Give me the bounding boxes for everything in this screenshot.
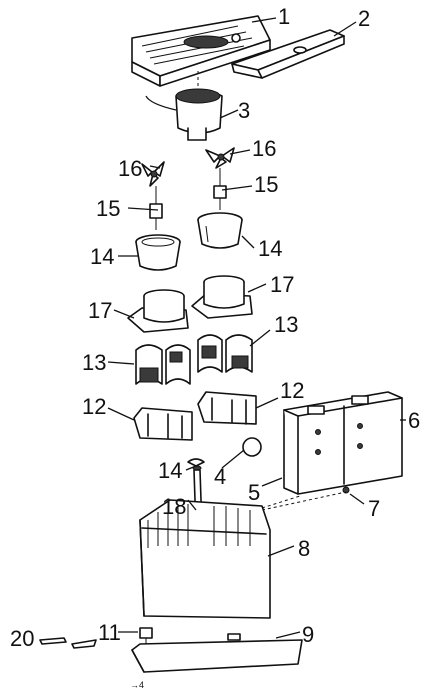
callout-8: 8	[298, 536, 310, 561]
callout-17: 17	[88, 298, 112, 323]
callout-2: 2	[358, 6, 370, 31]
callout-6: 6	[408, 408, 420, 433]
part-base-plate	[131, 633, 303, 673]
callout-7: 7	[368, 496, 380, 521]
part-fan-left	[141, 161, 165, 187]
part-wick-holder-left	[127, 289, 189, 333]
part-coupler-left	[149, 186, 163, 230]
svg-text:→4: →4	[130, 680, 144, 690]
callout-4: 4	[214, 464, 226, 489]
callout-15: 15	[96, 196, 120, 221]
part-plug	[261, 486, 350, 511]
part-clip	[187, 458, 205, 467]
callout-15: 15	[254, 172, 278, 197]
callout-13: 13	[274, 312, 298, 337]
callout-12: 12	[82, 394, 106, 419]
part-fan-right	[205, 147, 235, 169]
part-base-housing	[139, 495, 301, 619]
leader-lines	[107, 17, 406, 639]
callout-17: 17	[270, 272, 294, 297]
callout-14: 14	[258, 236, 282, 261]
callout-5: 5	[248, 480, 260, 505]
callout-14: 14	[90, 244, 114, 269]
callout-16: 16	[118, 156, 142, 181]
part-filter-left	[135, 344, 191, 385]
part-top-grille	[131, 15, 271, 87]
part-side-tray	[231, 29, 345, 79]
part-cup-right	[197, 212, 243, 249]
callout-11: 11	[98, 620, 121, 645]
part-water-tank	[283, 391, 403, 495]
part-ring	[242, 437, 262, 457]
callout-9: 9	[302, 622, 314, 647]
callout-20: 20	[10, 626, 34, 651]
callout-labels: 1 2 3 16 16 15 15 14 14 17 17 13 13 12 1…	[10, 4, 420, 651]
callout-14: 14	[158, 458, 182, 483]
part-coupler-right	[213, 168, 227, 210]
part-filter-right	[197, 334, 253, 373]
part-frame-left	[133, 407, 193, 441]
callout-16: 16	[252, 136, 276, 161]
callout-3: 3	[238, 98, 250, 123]
callout-1: 1	[278, 4, 290, 29]
callout-18: 18	[162, 494, 186, 519]
part-feet: →4	[39, 637, 144, 690]
part-motor-unit	[145, 70, 223, 141]
part-wick-holder-right	[191, 275, 253, 319]
part-frame-right	[197, 391, 257, 425]
part-cup-left	[135, 234, 181, 271]
callout-13: 13	[82, 350, 106, 375]
callout-12: 12	[280, 378, 304, 403]
